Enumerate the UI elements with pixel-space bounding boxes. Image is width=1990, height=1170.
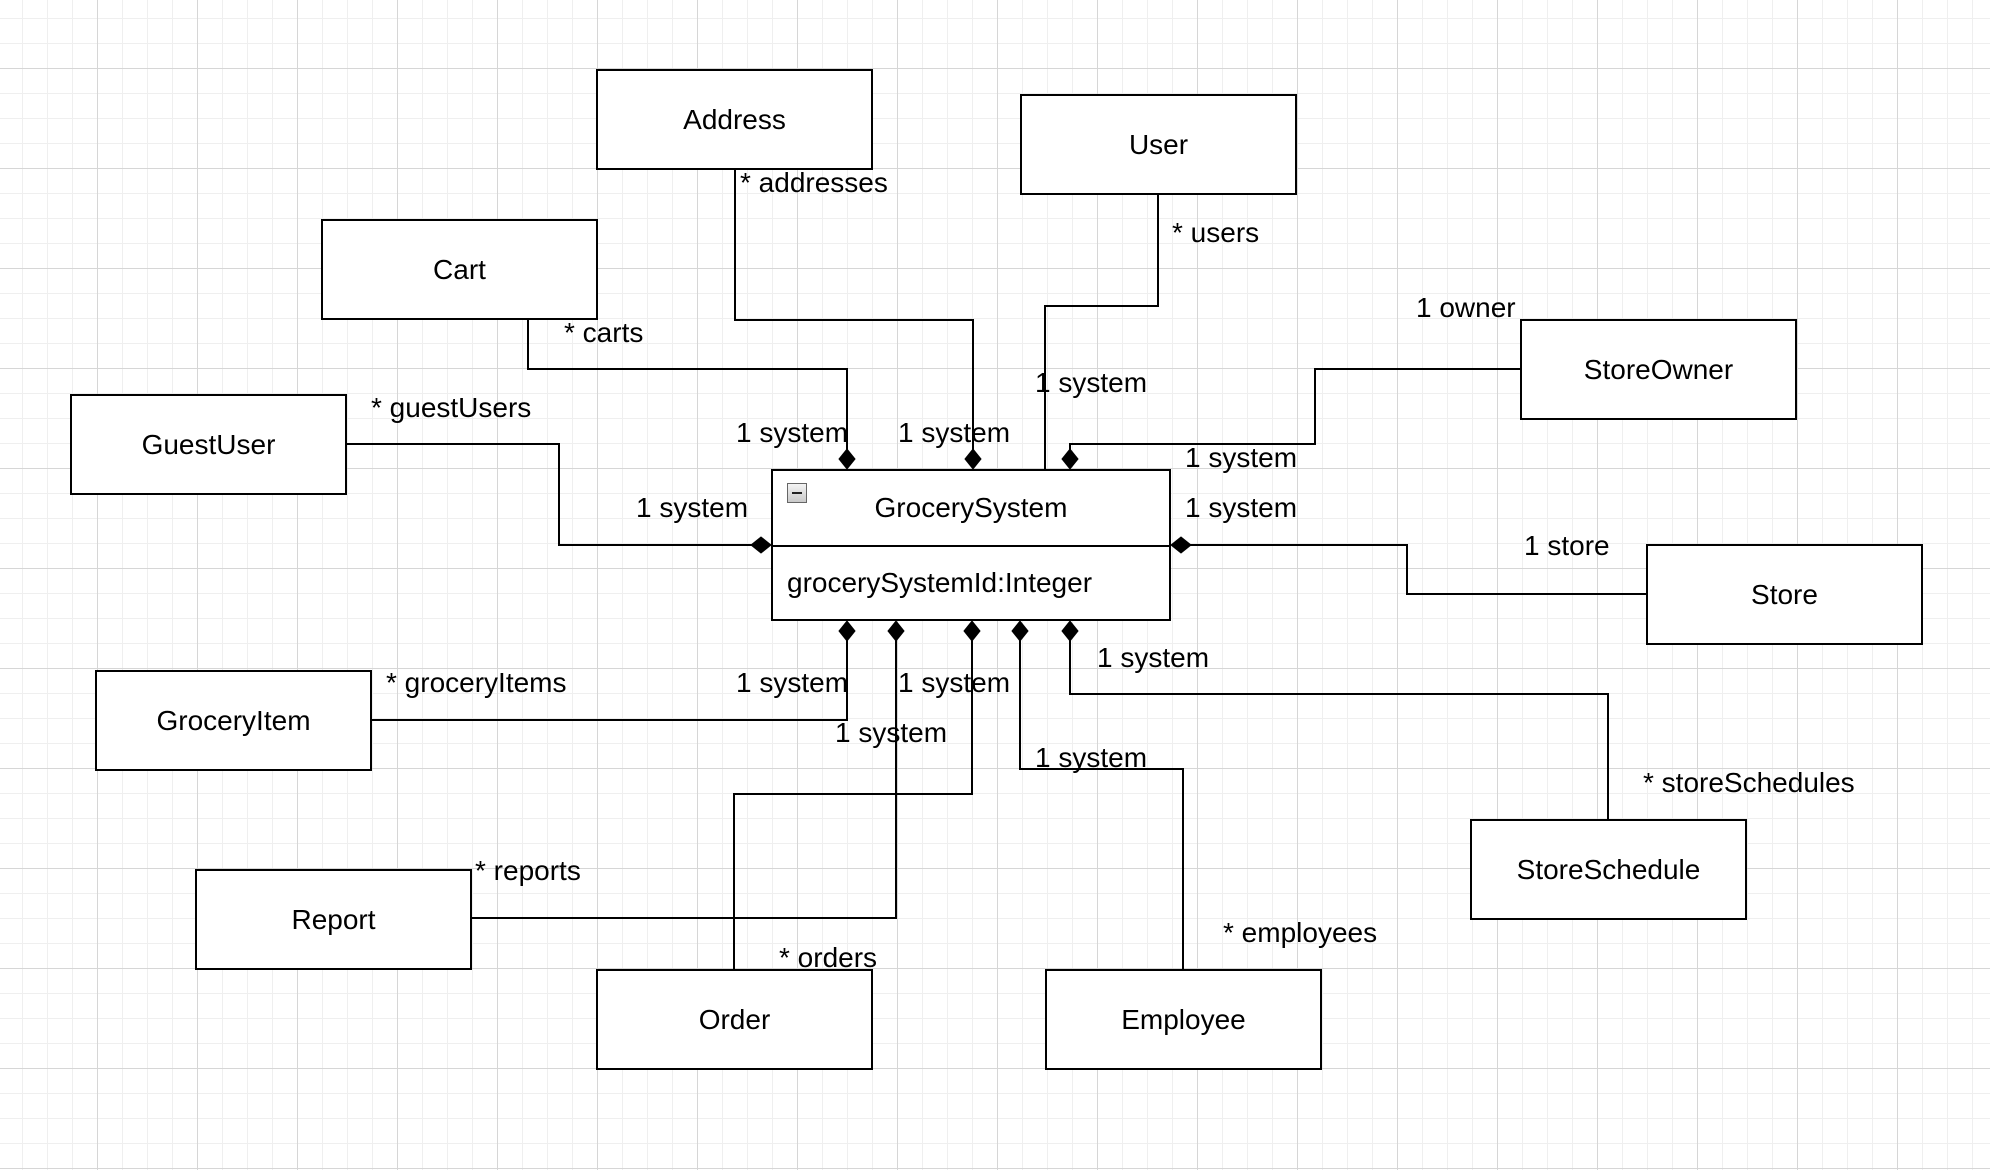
diamond-report — [887, 620, 905, 642]
diamond-employee — [1011, 620, 1029, 642]
diamond-store — [1170, 536, 1192, 554]
role-system-cart: 1 system — [736, 417, 849, 448]
grocery-system-class[interactable]: GrocerySystem grocerySystemId:Integer — [771, 469, 1171, 621]
edge-order — [733, 630, 973, 970]
diamond-grocery-item — [838, 620, 856, 642]
role-system-store: 1 system — [1185, 492, 1298, 523]
grocery-system-attribute: grocerySystemId:Integer — [787, 567, 1093, 598]
role-system-order: 1 system — [898, 667, 1011, 698]
diamond-order — [963, 620, 981, 642]
class-guest-user[interactable]: GuestUser — [70, 394, 347, 495]
role-employees: * employees — [1223, 917, 1378, 948]
edge-employee — [1019, 630, 1184, 970]
role-system-grocery-item: 1 system — [736, 667, 849, 698]
role-grocery-items: * groceryItems — [386, 667, 567, 698]
role-system-employee: 1 system — [1035, 742, 1148, 773]
role-owner: 1 owner — [1416, 292, 1516, 323]
compartment-divider — [773, 545, 1169, 547]
edge-store-schedule — [1069, 630, 1609, 819]
diamond-cart — [838, 448, 856, 470]
role-system-guest-user: 1 system — [636, 492, 749, 523]
class-store-owner[interactable]: StoreOwner — [1520, 319, 1797, 420]
diamond-store-owner — [1061, 448, 1079, 470]
role-addresses: * addresses — [740, 167, 888, 198]
edge-address — [734, 170, 974, 460]
role-store: 1 store — [1524, 530, 1610, 561]
edge-user — [1044, 195, 1159, 469]
class-report[interactable]: Report — [195, 869, 472, 970]
class-order[interactable]: Order — [596, 969, 873, 1070]
role-system-user: 1 system — [1035, 367, 1148, 398]
edge-guest-user — [346, 443, 762, 546]
collapse-icon[interactable] — [787, 483, 807, 503]
role-store-schedules: * storeSchedules — [1643, 767, 1855, 798]
edge-cart — [527, 320, 848, 460]
diamond-store-schedule — [1061, 620, 1079, 642]
grocery-system-name: GrocerySystem — [874, 492, 1068, 523]
edge-store — [1180, 544, 1646, 595]
class-user[interactable]: User — [1020, 94, 1297, 195]
diamond-guest-user — [750, 536, 772, 554]
role-system-store-owner: 1 system — [1185, 442, 1298, 473]
class-grocery-item[interactable]: GroceryItem — [95, 670, 372, 771]
role-orders: * orders — [779, 942, 878, 973]
edge-report — [471, 630, 897, 919]
edge-grocery-item — [371, 630, 848, 721]
role-system-store-schedule: 1 system — [1097, 642, 1210, 673]
diamond-address — [964, 448, 982, 470]
role-users: * users — [1172, 217, 1260, 248]
class-address[interactable]: Address — [596, 69, 873, 170]
role-guest-users: * guestUsers — [371, 392, 532, 423]
role-system-address: 1 system — [898, 417, 1011, 448]
class-store[interactable]: Store — [1646, 544, 1923, 645]
role-system-report: 1 system — [835, 717, 948, 748]
role-carts: * carts — [564, 317, 644, 348]
role-reports: * reports — [475, 855, 581, 886]
class-store-schedule[interactable]: StoreSchedule — [1470, 819, 1747, 920]
class-employee[interactable]: Employee — [1045, 969, 1322, 1070]
class-cart[interactable]: Cart — [321, 219, 598, 320]
